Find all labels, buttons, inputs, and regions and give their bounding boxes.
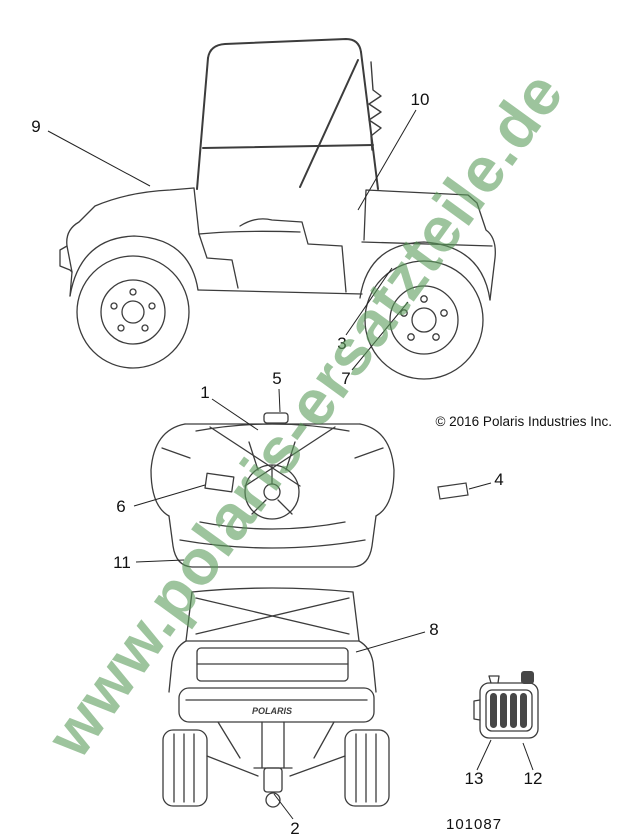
callout-13: 13: [464, 769, 484, 788]
tow-hitch: [253, 721, 293, 808]
copyright-notice: © 2016 Polaris Industries Inc.: [435, 414, 612, 429]
callout-6: 6: [116, 497, 126, 516]
part-4-decal-drawing: [437, 482, 469, 500]
cooler-slots: [490, 693, 527, 728]
side-view-drawing: [59, 38, 496, 380]
callout-5: 5: [272, 369, 282, 388]
callout-9: 9: [31, 117, 41, 136]
leader-lines: [47, 109, 534, 820]
callout-11: 11: [113, 553, 131, 572]
callout-8: 8: [429, 620, 439, 639]
cooler-cap: [521, 671, 534, 684]
callout-4: 4: [494, 470, 504, 489]
vehicle-badge: POLARIS: [252, 706, 292, 716]
side-shock-spring: [368, 61, 382, 151]
side-rear-wheel: [364, 260, 484, 380]
rear-bumper: [178, 687, 375, 723]
rear-left-wheel: [162, 729, 208, 807]
top-front-view-drawing: [150, 412, 395, 568]
hood-decal: [204, 472, 235, 493]
rear-view-drawing: POLARIS: [162, 587, 390, 808]
drawing-number: 101087: [446, 816, 503, 833]
side-front-wheel: [76, 255, 190, 369]
side-body: [59, 187, 496, 301]
callout-10: 10: [410, 90, 430, 109]
cooler-part-drawing: [473, 671, 539, 739]
callout-1: 1: [200, 383, 210, 402]
rear-right-wheel: [344, 729, 390, 807]
steering-wheel: [244, 464, 300, 520]
side-roll-cage: [196, 38, 379, 190]
callout-7: 7: [341, 369, 351, 388]
callout-3: 3: [337, 334, 347, 353]
callout-12: 12: [523, 769, 543, 788]
callout-2: 2: [290, 819, 300, 838]
roof-pod: [263, 412, 289, 424]
